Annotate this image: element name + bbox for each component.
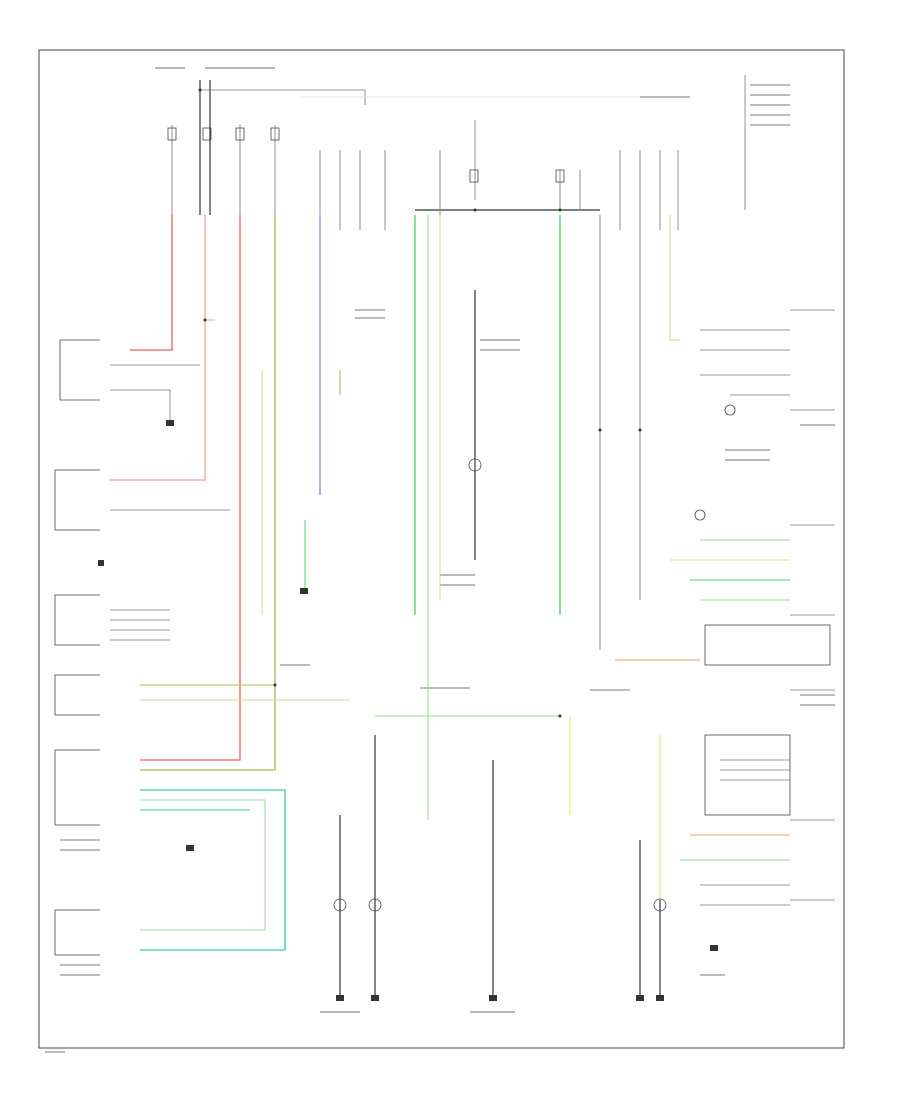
fuse-block-top: [167, 127, 565, 183]
wire-teal-group: [140, 789, 286, 951]
lamp-icon: [468, 458, 482, 472]
right-components: [700, 309, 835, 906]
wire-red-group: [110, 215, 241, 761]
wire-right-group: [569, 215, 790, 900]
ground-drops: [169, 215, 661, 995]
power-feed-top: [171, 80, 690, 215]
connector-columns: [319, 75, 746, 230]
ground-icon: [166, 420, 174, 426]
lamp-icon: [694, 509, 706, 521]
wire-olive-group: [140, 215, 350, 771]
lamp-icon: [724, 404, 736, 416]
lamp-symbols: [333, 404, 736, 912]
lamp-icon: [333, 898, 347, 912]
ground-icon: [710, 945, 718, 951]
ground-icon: [336, 995, 344, 1001]
lamp-icon: [368, 898, 382, 912]
wire-green-group: [304, 215, 561, 820]
ground-icon: [636, 995, 644, 1001]
ground-icon: [656, 995, 664, 1001]
junction-dots: [198, 88, 642, 718]
diagram-frame: [38, 49, 845, 1049]
ground-icon: [300, 588, 308, 594]
ground-icon: [371, 995, 379, 1001]
ground-symbols: [98, 420, 718, 1001]
ground-icon: [489, 995, 497, 1001]
ground-icon: [186, 845, 194, 851]
label-marks: [45, 67, 835, 1053]
lamp-icon: [653, 898, 667, 912]
left-components: [54, 339, 230, 956]
ground-icon: [98, 560, 104, 566]
